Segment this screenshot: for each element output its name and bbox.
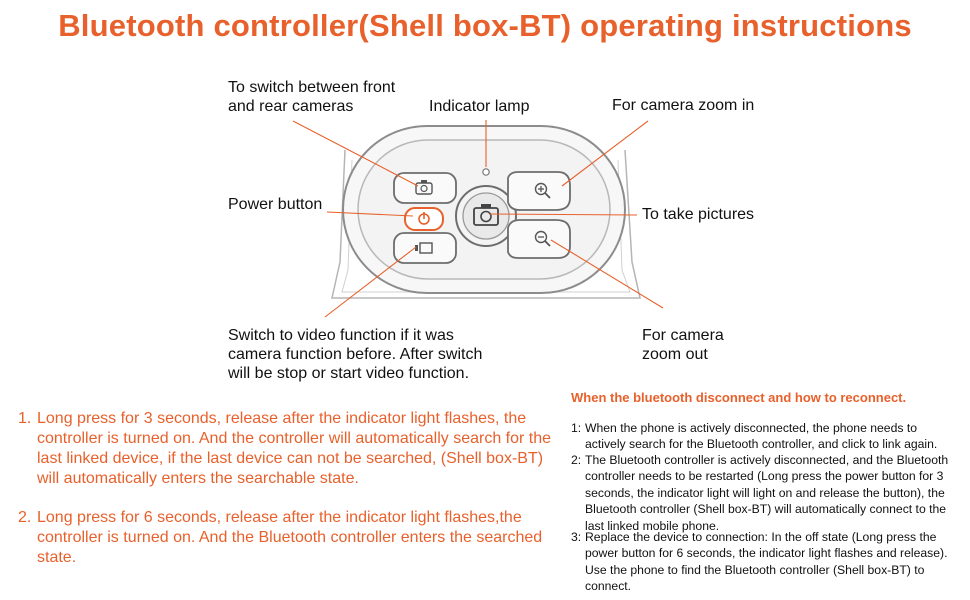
- zoom-out-button: [507, 219, 571, 259]
- shutter-button-inner: [462, 192, 510, 240]
- label-video-function: Switch to video function if it was camer…: [228, 326, 482, 383]
- reconnect-item-3-text: Replace the device to connection: In the…: [585, 530, 948, 594]
- page-title: Bluetooth controller(Shell box-BT) opera…: [58, 8, 912, 43]
- label-switch-cameras-line-1: To switch between front: [228, 79, 396, 96]
- leader-take-pictures: [489, 213, 638, 216]
- label-video-line-1: Switch to video function if it was: [228, 327, 454, 344]
- video-button: [393, 232, 457, 264]
- zoom-out-icon: [534, 230, 551, 247]
- clip-outline: [331, 149, 641, 299]
- reconnect-item-3: 3: Replace the device to connection: In …: [571, 529, 956, 595]
- reconnect-item-1-number: 1:: [571, 421, 582, 435]
- label-power-button: Power button: [228, 196, 323, 213]
- step-2-number: 2.: [18, 509, 32, 526]
- reconnect-item-3-number: 3:: [571, 530, 582, 544]
- indicator-lamp: [482, 168, 490, 176]
- label-zoom-out-line-2: zoom out: [642, 346, 708, 363]
- step-1: 1. Long press for 3 seconds, release aft…: [18, 409, 558, 489]
- power-icon: [418, 212, 430, 225]
- zoom-in-button: [507, 171, 571, 211]
- label-zoom-out-line-1: For camera: [642, 327, 724, 344]
- leader-zoom-out: [550, 239, 664, 309]
- camera-switch-icon: [415, 180, 433, 195]
- zoom-in-icon: [534, 182, 551, 199]
- step-2-text: Long press for 6 seconds, release after …: [37, 509, 543, 566]
- label-indicator-lamp: Indicator lamp: [429, 98, 530, 115]
- reconnect-item-2: 2: The Bluetooth controller is actively …: [571, 452, 956, 534]
- reconnect-title: When the bluetooth disconnect and how to…: [571, 390, 907, 405]
- switch-camera-button: [393, 172, 457, 204]
- label-zoom-out: For camera zoom out: [642, 326, 724, 364]
- reconnect-item-2-number: 2:: [571, 453, 582, 467]
- shutter-camera-icon: [473, 204, 499, 226]
- leader-power: [326, 211, 414, 217]
- reconnect-item-1-text: When the phone is actively disconnected,…: [585, 421, 938, 452]
- reconnect-item-1: 1: When the phone is actively disconnect…: [571, 420, 956, 453]
- video-icon: [415, 242, 433, 254]
- label-video-line-3: will be stop or start video function.: [228, 365, 470, 382]
- label-zoom-in: For camera zoom in: [612, 97, 755, 114]
- step-1-text: Long press for 3 seconds, release after …: [37, 410, 552, 487]
- leader-zoom-in: [561, 120, 649, 187]
- label-take-pictures: To take pictures: [642, 206, 755, 223]
- label-video-line-2: camera function before. After switch: [228, 346, 483, 363]
- reconnect-item-2-text: The Bluetooth controller is actively dis…: [585, 453, 949, 533]
- leader-switch-cameras: [292, 120, 419, 187]
- label-switch-cameras-line-2: and rear cameras: [228, 98, 354, 115]
- leader-video: [324, 246, 417, 318]
- leader-lines: [292, 120, 664, 318]
- label-switch-cameras: To switch between front and rear cameras: [228, 78, 395, 116]
- step-2: 2. Long press for 6 seconds, release aft…: [18, 508, 558, 568]
- step-1-number: 1.: [18, 410, 32, 427]
